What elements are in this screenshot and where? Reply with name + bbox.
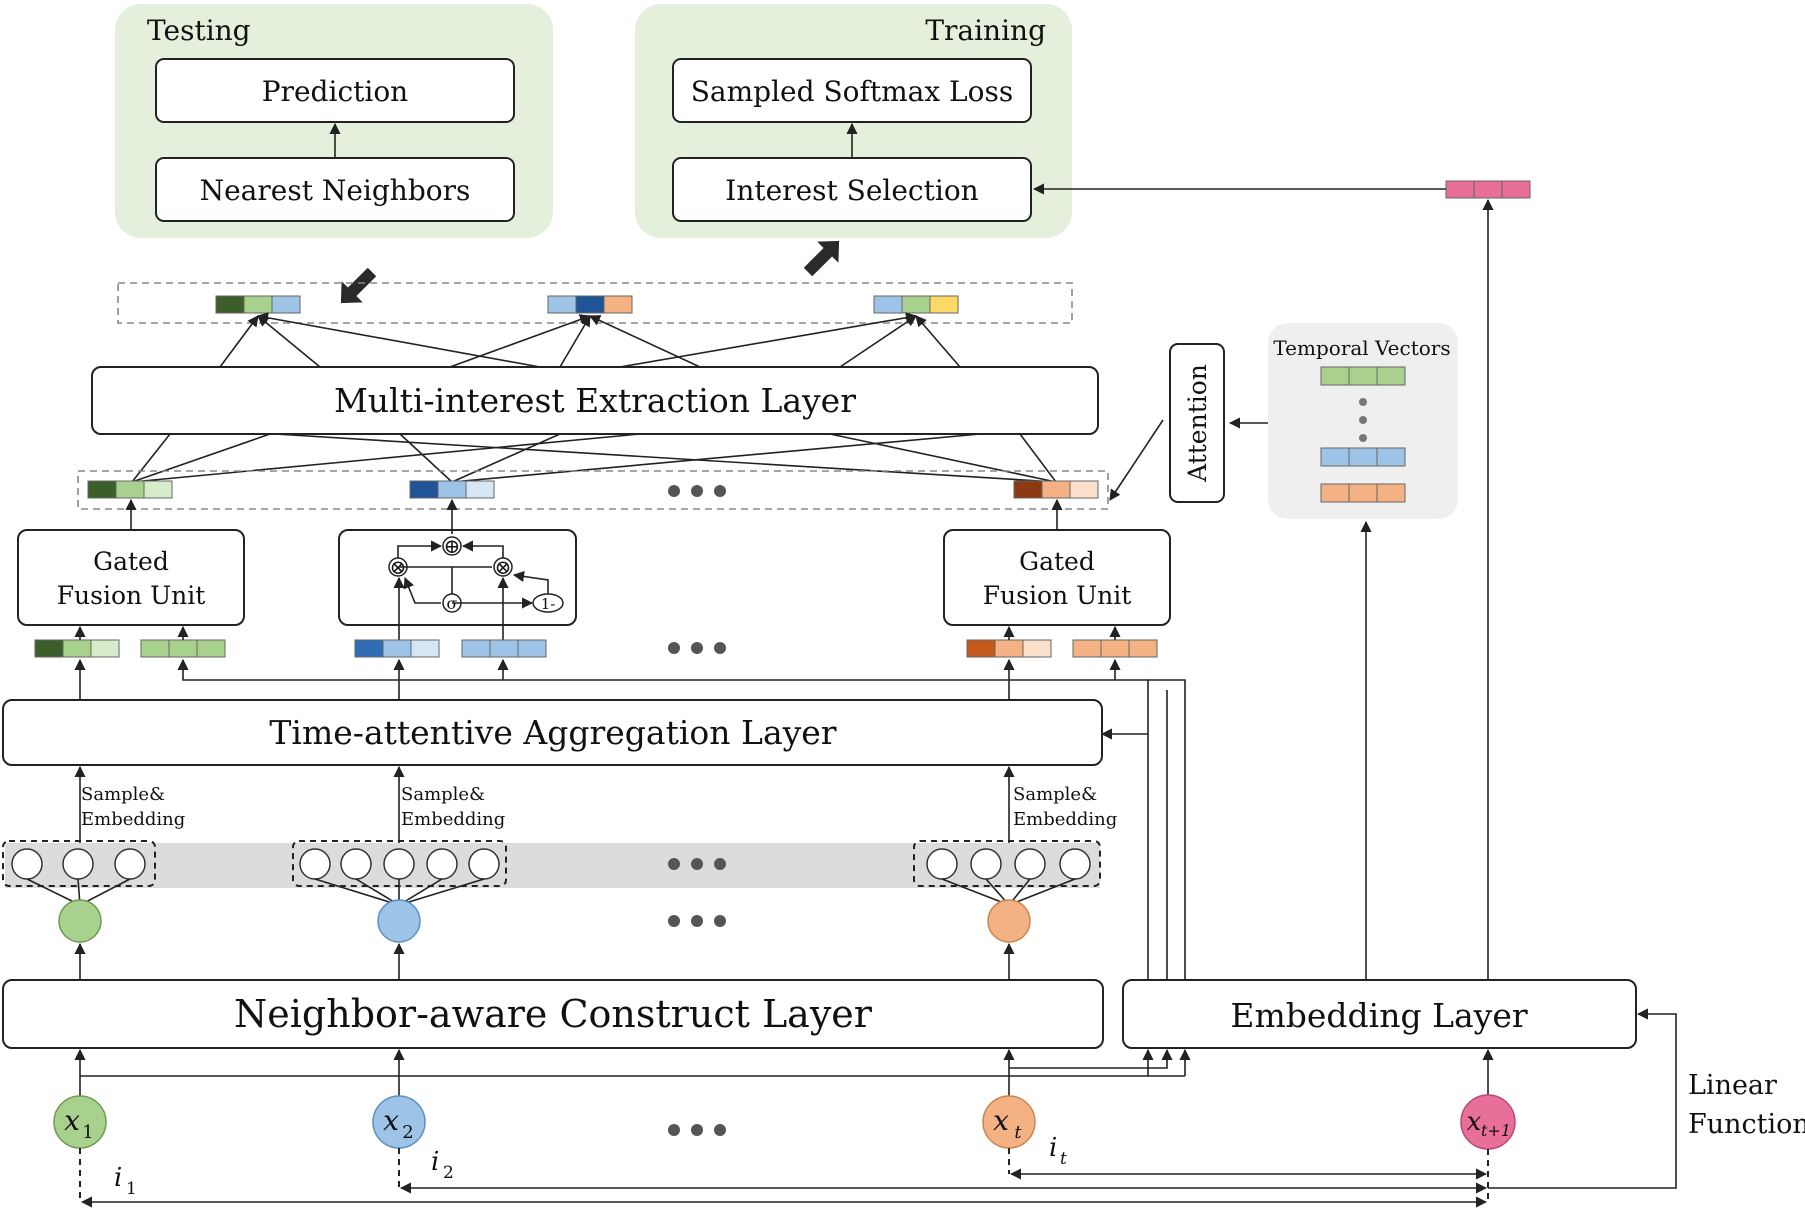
- neighbor-set-1: [2, 840, 156, 887]
- target-embedding-vector: [1445, 180, 1531, 199]
- interest-selection-box: Interest Selection: [725, 174, 978, 207]
- item-node-orange: [987, 899, 1031, 943]
- pre-fusion-vector-1a: [34, 639, 120, 658]
- sample-embedding-label-1-line2: Embedding: [81, 809, 185, 830]
- gate-times-left-symbol: ⊗: [390, 555, 407, 579]
- input-xt: x t: [982, 1095, 1036, 1149]
- sample-embedding-label-3-line1: Sample&: [1013, 784, 1097, 805]
- sample-embedding-label-2-line1: Sample&: [401, 784, 485, 805]
- pre-fusion-vector-2a: [354, 639, 440, 658]
- embedding-layer: Embedding Layer: [1230, 996, 1527, 1035]
- linear-function-label-line1: Linear: [1688, 1070, 1777, 1101]
- input-x2-sub: 2: [402, 1122, 413, 1143]
- input-x1-base: x: [64, 1104, 80, 1137]
- training-panel: Training Sampled Softmax Loss Interest S…: [635, 4, 1072, 238]
- fused-vector-3: [1013, 480, 1099, 499]
- inputs-to-embedding-bus: [80, 1048, 1191, 1077]
- interval-i1-sub: 1: [126, 1179, 137, 1199]
- interval-it-sub: t: [1060, 1149, 1067, 1169]
- ellipsis-prefusion-icon: [668, 642, 726, 654]
- prefusion-arrows: [74, 625, 1121, 700]
- gated-fusion-unit-3-line2: Fusion Unit: [983, 581, 1132, 610]
- nearest-neighbors-box: Nearest Neighbors: [200, 174, 471, 207]
- ellipsis-fused-icon: [668, 485, 726, 497]
- neighbor-aware-construct-layer: Neighbor-aware Construct Layer: [234, 992, 873, 1036]
- time-attentive-aggregation-layer: Time-attentive Aggregation Layer: [269, 713, 836, 752]
- interval-i1-base: i: [114, 1163, 122, 1193]
- input-x1-sub: 1: [82, 1122, 93, 1143]
- interval-i1: i 1: [114, 1163, 137, 1199]
- input-xt1-base: x: [1467, 1107, 1482, 1137]
- pre-fusion-vector-2b: [461, 639, 547, 658]
- sample-embedding-label-3-line2: Embedding: [1013, 809, 1117, 830]
- pre-fusion-vector-3b: [1072, 639, 1158, 658]
- gated-fusion-unit-1-line2: Fusion Unit: [57, 581, 206, 610]
- interval-i2-sub: 2: [443, 1163, 454, 1183]
- testing-title: Testing: [147, 14, 251, 47]
- pre-fusion-vector-1b: [140, 639, 226, 658]
- input-x1: x 1: [53, 1095, 107, 1149]
- training-thick-arrow-icon: [803, 240, 840, 277]
- fused-vector-2: [409, 480, 495, 499]
- ellipsis-neighbors-icon: [668, 858, 726, 870]
- gate-plus-symbol: ⊕: [444, 534, 461, 558]
- sampled-softmax-loss-box: Sampled Softmax Loss: [691, 75, 1013, 108]
- input-x2-base: x: [383, 1104, 399, 1137]
- ellipsis-inputs-icon: [668, 1124, 726, 1136]
- pre-fusion-vector-3a: [966, 639, 1052, 658]
- input-xt1-sub: t+1: [1481, 1121, 1511, 1140]
- testing-panel: Testing Prediction Nearest Neighbors: [115, 4, 553, 238]
- multi-interest-extraction-layer: Multi-interest Extraction Layer: [334, 381, 856, 420]
- embedding-to-fusion-bus: [177, 658, 1186, 980]
- gate-one-minus-symbol: 1-: [541, 595, 556, 613]
- interval-it: i t: [1049, 1133, 1067, 1169]
- linear-function-link: [1488, 1008, 1677, 1189]
- time-interval-links: [79, 1148, 1489, 1208]
- attention-box: Attention: [1183, 364, 1212, 483]
- interval-i2: i 2: [431, 1147, 454, 1183]
- fused-vector-1: [87, 480, 173, 499]
- input-x2: x 2: [372, 1095, 426, 1149]
- gated-fusion-unit-3-line1: Gated: [1019, 547, 1095, 576]
- interest-vector-2: [547, 295, 633, 314]
- interval-i2-base: i: [431, 1147, 439, 1177]
- neighbor-gray-band: [5, 843, 1100, 888]
- prediction-box: Prediction: [262, 75, 408, 108]
- fused-vectors-group: [77, 470, 1109, 510]
- input-xt1: x t+1: [1460, 1094, 1516, 1150]
- interest-vector-1: [215, 295, 301, 314]
- gated-fusion-unit-1-line1: Gated: [93, 547, 169, 576]
- linear-function-label-line2: Function: [1688, 1109, 1805, 1140]
- gate-times-right-symbol: ⊗: [495, 555, 512, 579]
- training-title: Training: [925, 14, 1046, 47]
- multi-interest-output-links: [219, 312, 961, 368]
- temporal-vectors-panel: Temporal Vectors: [1268, 323, 1458, 519]
- item-node-blue: [377, 899, 421, 943]
- input-xt-base: x: [993, 1104, 1009, 1137]
- fused-to-multi-interest-links: [131, 433, 1057, 483]
- interval-it-base: i: [1049, 1133, 1057, 1163]
- input-xt-sub: t: [1014, 1122, 1022, 1143]
- item-node-green: [58, 899, 102, 943]
- temporal-vectors-label: Temporal Vectors: [1273, 336, 1450, 360]
- sample-embedding-label-2-line2: Embedding: [401, 809, 505, 830]
- gated-fusion-unit-2-circuit: ⊕ ⊗ ⊗ σ 1-: [338, 498, 577, 642]
- sample-embedding-label-1-line1: Sample&: [81, 784, 165, 805]
- testing-thick-arrow-icon: [340, 267, 377, 304]
- interest-vector-3: [873, 295, 959, 314]
- ellipsis-items-icon: [668, 915, 726, 927]
